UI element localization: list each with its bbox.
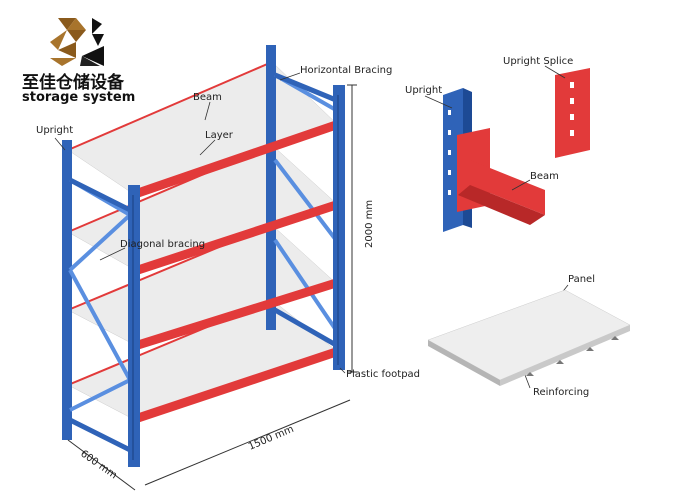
- upright-beam-detail: [443, 88, 545, 232]
- depth-dimension: 600 mm: [78, 448, 119, 481]
- label-plastic-footpad: Plastic footpad: [346, 369, 420, 380]
- dimension-lines: [67, 84, 357, 491]
- upright-splice-detail: [555, 68, 590, 158]
- front-beams: [136, 120, 338, 423]
- logo-chinese-text: 至佳仓储设备: [22, 72, 125, 93]
- label-detail-beam: Beam: [530, 171, 559, 182]
- label-detail-upright: Upright: [405, 85, 442, 96]
- width-dimension: 1500 mm: [247, 424, 296, 453]
- back-uprights: [62, 45, 276, 440]
- logo-mark: [50, 18, 104, 66]
- label-layer: Layer: [205, 130, 234, 141]
- label-upright: Upright: [36, 125, 73, 136]
- leader-lines: [54, 72, 346, 374]
- upright-holes: [132, 95, 339, 460]
- label-diagonal-bracing: Diagonal bracing: [120, 239, 205, 250]
- horizontal-bracing: [68, 72, 338, 453]
- label-reinforcing: Reinforcing: [533, 387, 589, 398]
- label-upright-splice: Upright Splice: [503, 56, 573, 67]
- label-panel: Panel: [568, 274, 595, 285]
- label-beam: Beam: [193, 92, 222, 103]
- label-horizontal-bracing: Horizontal Bracing: [300, 65, 392, 76]
- logo-english-text: storage system: [22, 90, 135, 105]
- panel-detail: [427, 289, 631, 386]
- height-dimension: 2000 mm: [364, 200, 375, 248]
